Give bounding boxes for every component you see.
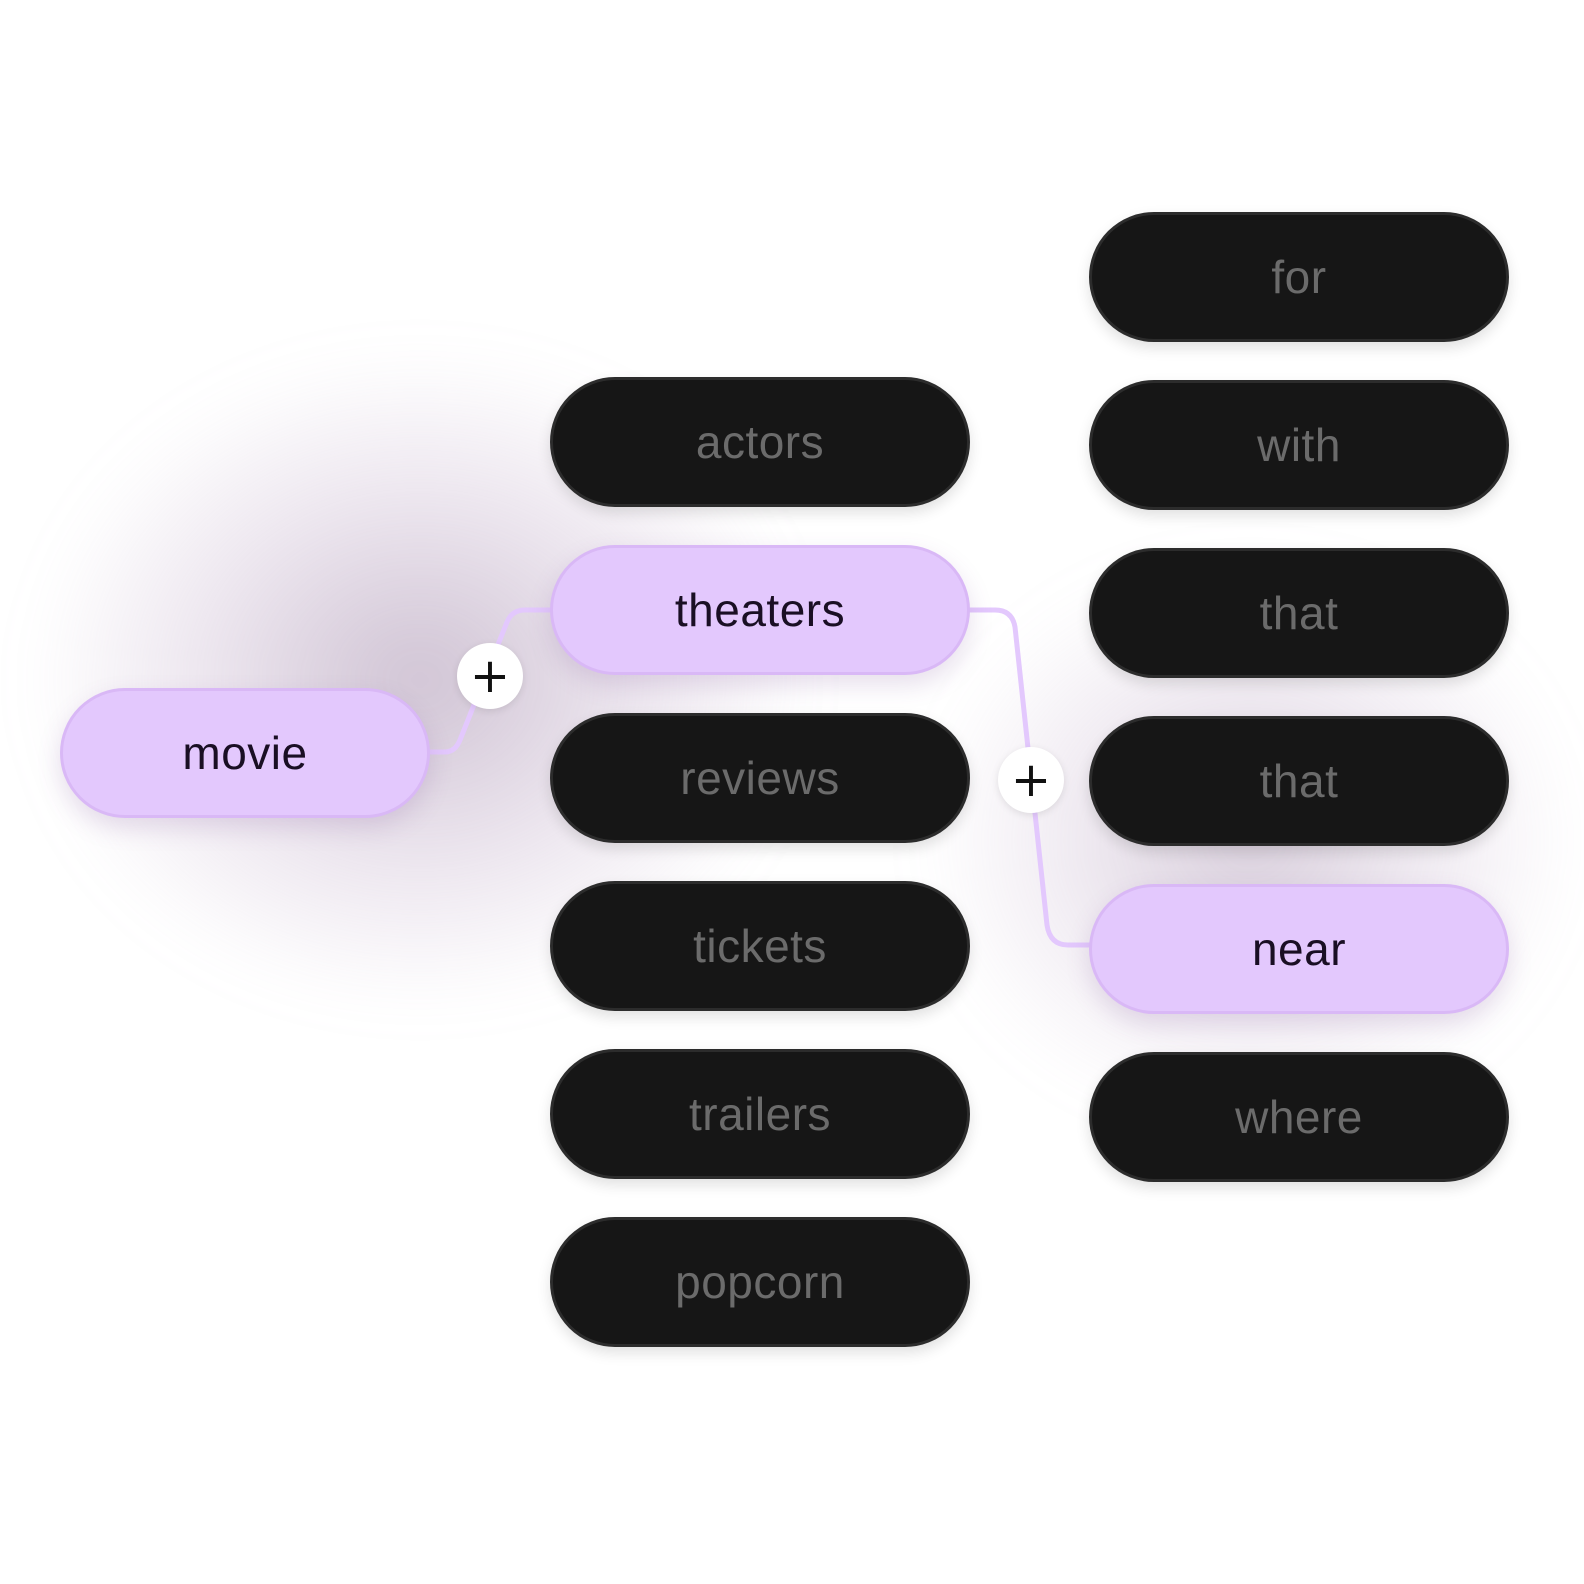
node-popcorn-label: popcorn <box>675 1256 845 1308</box>
node-tickets[interactable]: tickets <box>550 881 970 1011</box>
node-that-1[interactable]: that <box>1089 548 1509 678</box>
node-movie[interactable]: movie <box>60 688 430 818</box>
node-with[interactable]: with <box>1089 380 1509 510</box>
node-that-2[interactable]: that <box>1089 716 1509 846</box>
node-where[interactable]: where <box>1089 1052 1509 1182</box>
node-trailers-label: trailers <box>688 1088 832 1140</box>
node-tickets-label: tickets <box>693 920 827 972</box>
node-reviews-label: reviews <box>680 752 840 804</box>
node-that-1-label: that <box>1259 587 1339 639</box>
node-trailers[interactable]: trailers <box>550 1049 970 1179</box>
expand-plus-button-2[interactable]: + <box>998 747 1064 813</box>
node-with-label: with <box>1257 419 1341 471</box>
node-movie-label: movie <box>182 727 308 779</box>
node-reviews[interactable]: reviews <box>550 713 970 843</box>
plus-icon: + <box>469 648 511 704</box>
node-for-label: for <box>1271 251 1327 303</box>
expand-plus-button-1[interactable]: + <box>457 643 523 709</box>
node-where-label: where <box>1235 1091 1363 1143</box>
plus-icon: + <box>1010 752 1052 808</box>
node-near-label: near <box>1251 923 1347 975</box>
node-that-2-label: that <box>1259 755 1339 807</box>
node-theaters-label: theaters <box>674 584 846 636</box>
node-popcorn[interactable]: popcorn <box>550 1217 970 1347</box>
node-for[interactable]: for <box>1089 212 1509 342</box>
node-near[interactable]: near <box>1089 884 1509 1014</box>
node-actors[interactable]: actors <box>550 377 970 507</box>
node-theaters[interactable]: theaters <box>550 545 970 675</box>
node-actors-label: actors <box>695 416 825 468</box>
